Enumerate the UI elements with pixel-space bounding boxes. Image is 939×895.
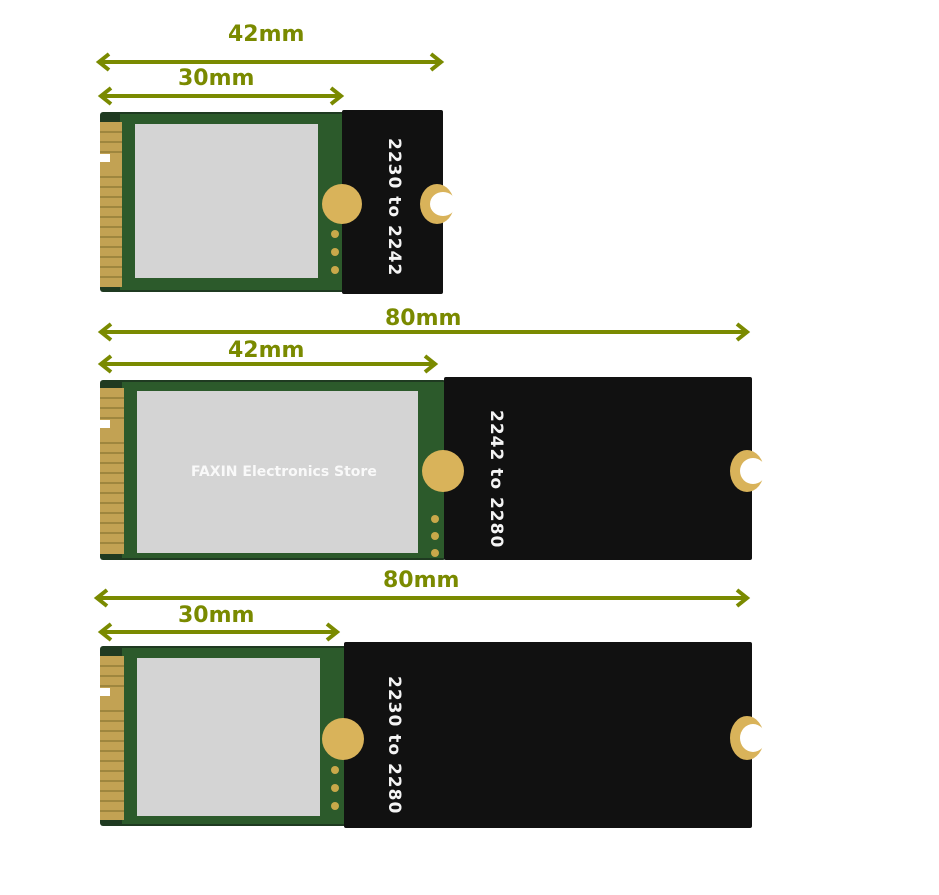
solder-dot	[331, 766, 339, 774]
dimension-arrow-bottom-inner	[97, 622, 341, 642]
mounting-notch-hole	[740, 724, 766, 752]
gold-edge-contacts	[100, 388, 124, 554]
screw-pad	[422, 450, 464, 492]
dimension-label-bottom-total: 80mm	[383, 568, 460, 593]
solder-dot	[331, 802, 339, 810]
extender-2230-to-2280	[344, 642, 752, 828]
dimension-label-mid-total: 80mm	[385, 306, 462, 331]
nand-chip-label	[135, 124, 318, 278]
solder-dot	[431, 549, 439, 557]
screw-pad	[322, 184, 362, 224]
solder-dot	[431, 515, 439, 523]
mounting-notch-hole	[740, 458, 766, 484]
dimension-arrow-top-inner	[97, 86, 345, 106]
dimension-label-bottom-inner: 30mm	[178, 603, 255, 628]
store-watermark: FAXIN Electronics Store	[191, 464, 377, 480]
nand-chip-label	[137, 391, 418, 553]
dimension-arrow-mid-total	[97, 322, 751, 342]
dimension-arrow-mid-inner	[97, 354, 439, 374]
screw-pad	[322, 718, 364, 760]
gold-edge-contacts	[100, 656, 124, 820]
dimension-arrow-bottom-total	[93, 588, 751, 608]
adapter-label-bottom: 2230 to 2280	[384, 676, 404, 815]
mounting-notch-hole	[430, 192, 456, 216]
solder-dot	[331, 266, 339, 274]
solder-dot	[331, 230, 339, 238]
solder-dot	[431, 532, 439, 540]
adapter-label-top: 2230 to 2242	[384, 138, 404, 277]
extender-2242-to-2280	[444, 377, 752, 560]
dimension-label-top-inner: 30mm	[178, 66, 255, 91]
solder-dot	[331, 784, 339, 792]
solder-dot	[331, 248, 339, 256]
dimension-label-mid-inner: 42mm	[228, 338, 305, 363]
adapter-label-mid: 2242 to 2280	[486, 410, 506, 549]
dimension-arrow-top-total	[95, 52, 445, 72]
dimension-label-top-total: 42mm	[228, 22, 305, 47]
nand-chip-label	[137, 658, 320, 816]
gold-edge-contacts	[100, 122, 122, 287]
